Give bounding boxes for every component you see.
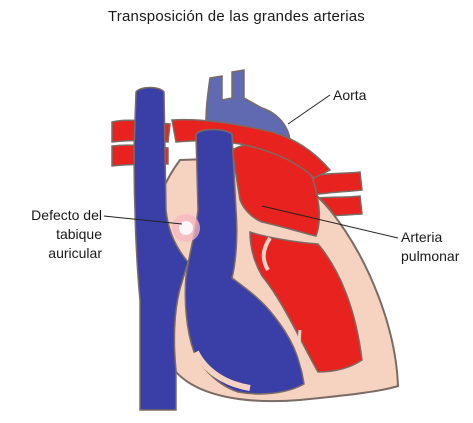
- label-defect-line-3: auricular: [2, 244, 102, 263]
- label-defect-line-1: Defecto del: [2, 206, 102, 225]
- aorta-leader-line: [288, 95, 330, 124]
- label-aorta: Aorta: [333, 86, 366, 105]
- label-atrial-septal-defect: Defecto del tabique auricular: [2, 206, 102, 263]
- atrial-septal-defect-marker: [172, 214, 200, 242]
- label-defect-line-2: tabique: [2, 225, 102, 244]
- label-arteria-line-1: Arteria: [401, 228, 459, 247]
- label-arteria-line-2: pulmonar: [401, 247, 459, 266]
- label-pulmonary-artery: Arteria pulmonar: [401, 228, 459, 266]
